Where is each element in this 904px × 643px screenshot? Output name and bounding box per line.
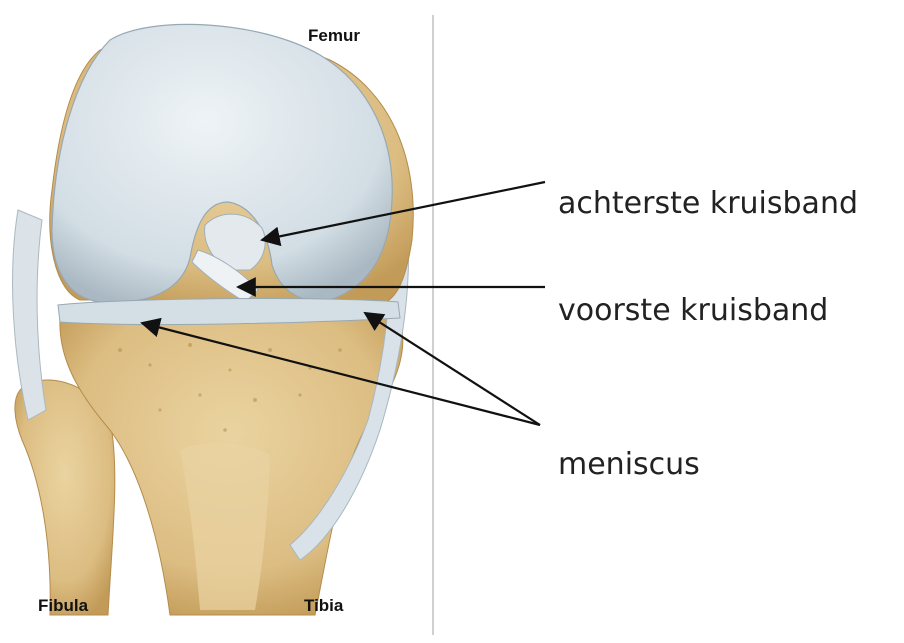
callout-meniscus: meniscus bbox=[558, 447, 700, 482]
tibia-label: Tibia bbox=[304, 596, 343, 616]
callout-voorste-kruisband: voorste kruisband bbox=[558, 293, 828, 328]
fibula-label: Fibula bbox=[38, 596, 88, 616]
lateral-collateral-ligament bbox=[13, 210, 46, 420]
callout-achterste-kruisband: achterste kruisband bbox=[558, 186, 858, 221]
femur-label: Femur bbox=[308, 26, 360, 46]
meniscus bbox=[58, 298, 400, 324]
